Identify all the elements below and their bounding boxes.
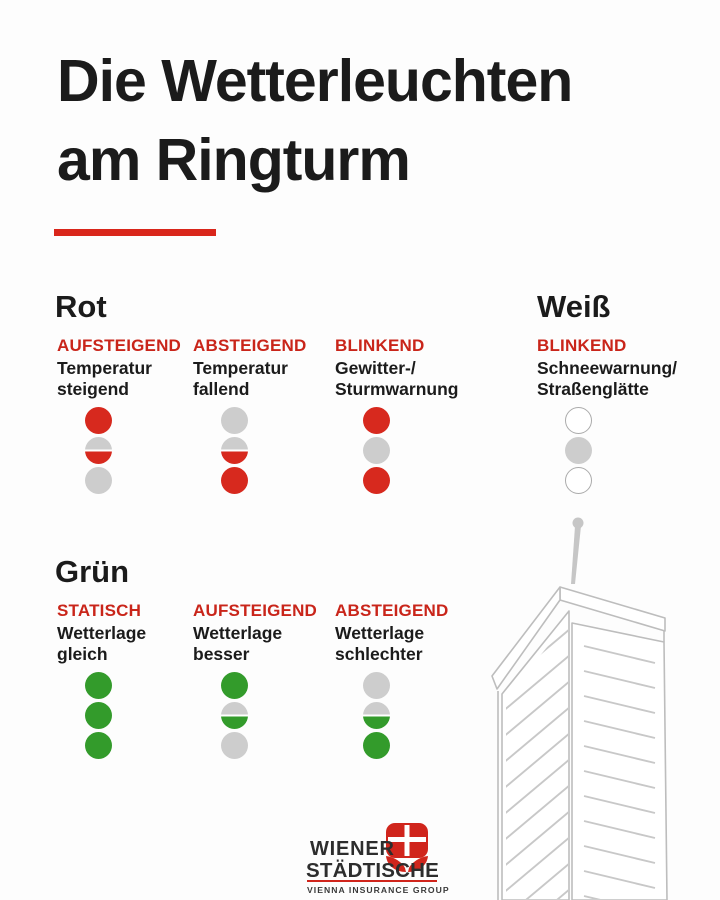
- logo-subline: VIENNA INSURANCE GROUP: [307, 885, 450, 895]
- signal-lights: [363, 407, 390, 494]
- signal-column-rot-aufsteigend: AUFSTEIGEND Temperatur steigend: [57, 336, 207, 494]
- signal-light-gray: [363, 672, 390, 699]
- signal-light-green: [85, 732, 112, 759]
- signal-mode-label: ABSTEIGEND: [335, 601, 449, 620]
- signal-description: Temperatur steigend: [57, 358, 152, 399]
- signal-light-white: [565, 467, 592, 494]
- signal-lights: [221, 672, 248, 759]
- signal-column-rot-absteigend: ABSTEIGEND Temperatur fallend: [193, 336, 343, 494]
- signal-light-green: [85, 702, 112, 729]
- signal-light-half-green: [221, 702, 248, 729]
- signal-column-gruen-absteigend: ABSTEIGEND Wetterlage schlechter: [335, 601, 485, 759]
- signal-column-weiss-blinkend: BLINKEND Schneewarnung/ Straßenglätte: [537, 336, 687, 494]
- signal-mode-label: AUFSTEIGEND: [57, 336, 182, 355]
- logo-wordmark-line1: WIENER: [310, 838, 395, 860]
- ringturm-tower-icon: [491, 517, 668, 900]
- signal-light-green: [363, 732, 390, 759]
- logo-wordmark-line2: STÄDTISCHE: [306, 859, 439, 882]
- signal-light-gray: [565, 437, 592, 464]
- signal-light-red: [221, 467, 248, 494]
- signal-lights: [85, 407, 112, 494]
- signal-mode-label: AUFSTEIGEND: [193, 601, 318, 620]
- section-heading-rot: Rot: [55, 289, 107, 324]
- page-title: Die Wetterleuchten am Ringturm: [57, 48, 573, 193]
- signal-light-half-red: [221, 437, 248, 464]
- signal-lights: [221, 407, 248, 494]
- signal-light-half-red: [85, 437, 112, 464]
- signal-column-rot-blinkend: BLINKEND Gewitter-/ Sturmwarnung: [335, 336, 485, 494]
- signal-description: Wetterlage besser: [193, 623, 283, 664]
- signal-light-green: [221, 672, 248, 699]
- signal-light-red: [363, 467, 390, 494]
- signal-light-gray: [85, 467, 112, 494]
- section-heading-gruen: Grün: [55, 554, 130, 589]
- section-heading-weiss: Weiß: [537, 289, 611, 324]
- signal-mode-label: BLINKEND: [537, 336, 627, 355]
- signal-lights: [565, 407, 592, 494]
- signal-light-red: [85, 407, 112, 434]
- signal-mode-label: ABSTEIGEND: [193, 336, 307, 355]
- wiener-staedtische-logo: WIENER STÄDTISCHE VIENNA INSURANCE GROUP: [303, 818, 449, 898]
- signal-description: Gewitter-/ Sturmwarnung: [335, 358, 459, 399]
- title-underline: [54, 229, 216, 236]
- signal-column-gruen-statisch: STATISCH Wetterlage gleich: [57, 601, 207, 759]
- signal-light-white: [565, 407, 592, 434]
- signal-lights: [363, 672, 390, 759]
- signal-lights: [85, 672, 112, 759]
- signal-mode-label: STATISCH: [57, 601, 142, 620]
- signal-column-gruen-aufsteigend: AUFSTEIGEND Wetterlage besser: [193, 601, 343, 759]
- signal-light-green: [85, 672, 112, 699]
- signal-description: Wetterlage gleich: [57, 623, 147, 664]
- signal-description: Schneewarnung/ Straßenglätte: [537, 358, 678, 399]
- signal-light-half-green: [363, 702, 390, 729]
- logo-window-flower-icon: [386, 823, 428, 872]
- signal-light-gray: [221, 732, 248, 759]
- signal-description: Temperatur fallend: [193, 358, 288, 399]
- signal-light-gray: [221, 407, 248, 434]
- signal-light-red: [363, 407, 390, 434]
- logo-divider: [307, 880, 437, 882]
- signal-mode-label: BLINKEND: [335, 336, 425, 355]
- signal-light-gray: [363, 437, 390, 464]
- signal-description: Wetterlage schlechter: [335, 623, 425, 664]
